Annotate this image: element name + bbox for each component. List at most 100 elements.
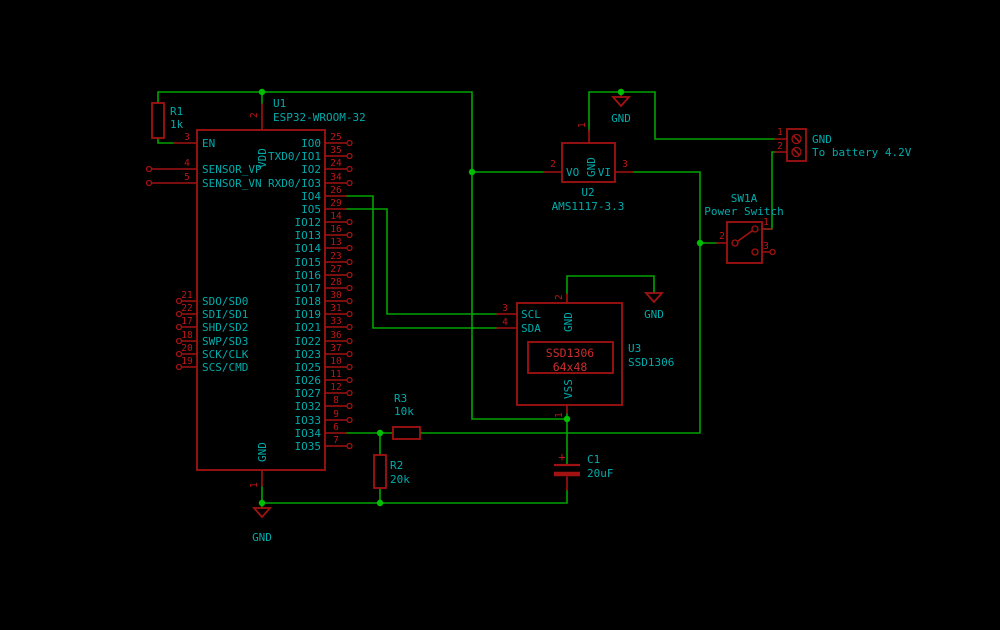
unconnected-pin-circle [346, 442, 353, 450]
pin-name: IO26 [295, 374, 322, 387]
pin-number: 7 [333, 435, 339, 446]
gnd-arrow-icon [643, 292, 665, 304]
c1-value: 20uF [587, 467, 614, 480]
wire-gnd-rail[interactable] [261, 485, 568, 504]
pin-number: 20 [181, 343, 193, 354]
unconnected-pin-circle [346, 363, 353, 371]
pin-name: IO2 [301, 163, 321, 176]
r3-resistor[interactable]: R3 10k [392, 392, 421, 440]
pin-name: VSS [562, 379, 575, 399]
wire-io5-scl[interactable] [345, 208, 498, 315]
wire-io4-sda[interactable] [345, 195, 498, 329]
unconnected-pin-circle [346, 139, 353, 147]
unconnected-pin-circle [346, 244, 353, 252]
junction-dot [258, 88, 266, 96]
unconnected-pin-circle [346, 337, 353, 345]
pin-number: 23 [330, 251, 341, 262]
u2-regulator-symbol[interactable]: 1 GND 2 VO 3 VI U2 AMS1117-3.3 [543, 122, 634, 213]
unconnected-pin-circle [346, 350, 353, 358]
pin-number: 3 [184, 132, 190, 143]
c1-ref: C1 [587, 453, 600, 466]
connector-pad [791, 133, 802, 145]
u2-value: AMS1117-3.3 [552, 200, 625, 213]
unconnected-pin-circle [346, 376, 353, 384]
pin-number: 29 [330, 198, 342, 209]
sw1-contact [751, 248, 759, 256]
pin-number: 37 [330, 343, 341, 354]
pin-number: 9 [333, 409, 339, 420]
pin-number: 22 [181, 303, 192, 314]
junctions [258, 88, 704, 507]
c1-polarity: + [558, 450, 565, 464]
pin-number: 4 [184, 158, 190, 169]
unconnected-pin-circle [346, 284, 353, 292]
r3-value: 10k [394, 405, 414, 418]
pin-name: SENSOR_VN [202, 177, 262, 190]
u3-screen-line1: SSD1306 [546, 346, 595, 360]
connector-pin1-label: GND [812, 133, 832, 146]
wire-u3-gnd[interactable] [566, 275, 655, 295]
unconnected-pin-circle [175, 350, 183, 358]
pin-name: SDA [521, 322, 541, 335]
junction-dot [258, 499, 266, 507]
pin-number: 17 [181, 316, 192, 327]
sw1-power-switch-symbol[interactable]: 2 1 3 SW1A Power Switch [704, 192, 784, 264]
pin-name: IO17 [295, 282, 322, 295]
pin-number: 11 [330, 369, 342, 380]
gnd-symbol-u2[interactable]: GND [610, 91, 632, 125]
unconnected-pin-circle [346, 152, 353, 160]
pin-name: IO35 [295, 440, 322, 453]
c1-capacitor[interactable]: + C1 20uF [554, 450, 614, 491]
pin-number: 8 [333, 395, 339, 406]
pin-name: IO22 [295, 335, 322, 348]
pin-name: SDO/SD0 [202, 295, 248, 308]
unconnected-pin-circle [346, 165, 353, 173]
gnd-symbol-u3[interactable]: GND [643, 292, 665, 321]
r3-body [392, 426, 421, 440]
gnd-label: GND [611, 112, 631, 125]
pin-number: 2 [554, 294, 565, 300]
unconnected-pin-circle [175, 310, 183, 318]
wire-vi-battery[interactable] [419, 171, 701, 434]
junction-dot [563, 415, 571, 423]
pin-name: IO5 [301, 203, 321, 216]
junction-dot [617, 88, 625, 96]
pin-number: 3 [622, 159, 628, 170]
wire-r1-en[interactable] [157, 137, 175, 144]
junction-dot [376, 429, 384, 437]
sw1-ref: SW1A [731, 192, 758, 205]
pin-name: VO [566, 166, 579, 179]
u1-value: ESP32-WROOM-32 [273, 111, 366, 124]
pin-name: SENSOR_VP [202, 163, 262, 176]
r2-resistor[interactable]: R2 20k [373, 454, 410, 489]
pin-number: 36 [330, 330, 342, 341]
r1-resistor[interactable]: R1 1k [151, 102, 184, 139]
unconnected-pin-circle [145, 179, 153, 187]
u3-screen-box [527, 341, 614, 374]
u3-screen-line2: 64x48 [553, 360, 588, 374]
battery-connector-symbol[interactable]: 1 2 GND To battery 4.2V [774, 127, 912, 162]
pin-name: SHD/SD2 [202, 321, 248, 334]
unconnected-pin-circle [346, 416, 353, 424]
pin-name: EN [202, 137, 215, 150]
unconnected-pin-circle [175, 323, 183, 331]
pin-name: SCK/CLK [202, 348, 249, 361]
gnd-symbol-bottom[interactable]: GND [251, 507, 273, 544]
gnd-arrow-icon [610, 96, 632, 108]
u1-pin-vdd-number: 2 [249, 112, 260, 118]
pin-number: 14 [330, 211, 342, 222]
pin-name: TXD0/IO1 [268, 150, 321, 163]
pin-number: 18 [181, 330, 193, 341]
sw1-value: Power Switch [704, 205, 783, 218]
gnd-label: GND [644, 308, 664, 321]
sw1-contact [731, 239, 739, 247]
unconnected-pin-circle [175, 337, 183, 345]
pin-name: IO4 [301, 190, 321, 203]
u2-ref: U2 [581, 186, 594, 199]
u1-esp32-symbol[interactable]: U1 ESP32-WROOM-32 2 VDD 1 GND 3 EN 4 SEN… [145, 97, 366, 488]
u3-oled-symbol[interactable]: SSD1306 64x48 3 SCL 4 SDA 2 GND 1 VSS U3… [496, 293, 674, 418]
pin-number: 3 [763, 241, 769, 252]
junction-dot [376, 499, 384, 507]
wire-3v3-rail[interactable] [157, 91, 568, 420]
pin-name: VI [598, 166, 611, 179]
